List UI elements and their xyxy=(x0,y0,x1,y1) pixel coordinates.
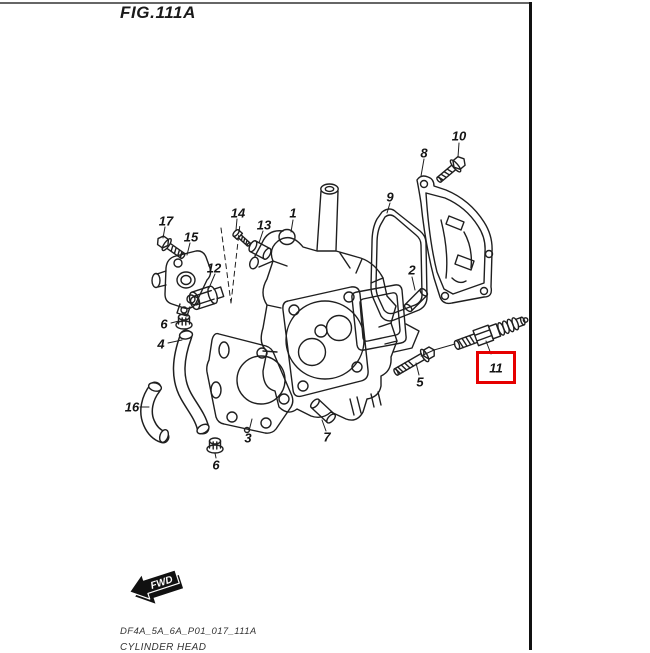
part-label-12[interactable]: 12 xyxy=(206,260,222,276)
part-label-4[interactable]: 4 xyxy=(157,336,165,352)
part-label-13[interactable]: 13 xyxy=(256,217,272,233)
leader-lines xyxy=(139,142,460,459)
part-label-11-highlighted[interactable]: 11 xyxy=(489,360,503,376)
nut-6-upper-drawing xyxy=(175,313,193,330)
figure-title: FIG.111A xyxy=(120,3,196,22)
cover-gasket-drawing xyxy=(370,208,428,322)
part-label-6[interactable]: 6 xyxy=(212,457,220,473)
thermostat-cover-drawing xyxy=(151,250,212,317)
dowel-7-drawing xyxy=(309,398,337,424)
part-label-3[interactable]: 3 xyxy=(244,430,252,446)
cylinder-head-drawing xyxy=(249,183,420,421)
part-label-14[interactable]: 14 xyxy=(230,205,246,221)
part-label-2[interactable]: 2 xyxy=(408,262,416,278)
bolt-17-drawing xyxy=(156,235,186,260)
spark-plug-drawing xyxy=(453,316,529,350)
part-label-7[interactable]: 7 xyxy=(323,429,331,445)
part-label-9[interactable]: 9 xyxy=(386,189,394,205)
bolt-5-drawing xyxy=(393,346,435,376)
figure-caption: CYLINDER HEAD xyxy=(120,642,207,653)
part-label-10[interactable]: 10 xyxy=(451,128,467,144)
hose-4-drawing xyxy=(172,329,210,435)
highlight-box xyxy=(476,351,516,384)
part-label-16[interactable]: 16 xyxy=(124,399,140,415)
hose-16-drawing xyxy=(140,381,170,444)
dashed-locator-lines xyxy=(220,223,241,304)
part-label-17[interactable]: 17 xyxy=(158,213,174,229)
part-label-8[interactable]: 8 xyxy=(420,145,428,161)
part-label-1[interactable]: 1 xyxy=(289,205,297,221)
top-border-rule xyxy=(0,2,531,4)
bushing-13-drawing xyxy=(248,240,272,260)
drawing-code: DF4A_5A_6A_P01_017_111A xyxy=(120,626,257,637)
dowel-2-drawing xyxy=(403,287,429,313)
part-label-15[interactable]: 15 xyxy=(183,229,199,245)
bolt-10-drawing xyxy=(436,155,466,183)
part-label-6[interactable]: 6 xyxy=(160,316,168,332)
head-gasket-drawing xyxy=(206,332,294,434)
head-cover-drawing xyxy=(416,175,494,305)
fwd-arrow: FWD xyxy=(128,569,184,604)
right-border-rule xyxy=(529,2,532,650)
part-label-5[interactable]: 5 xyxy=(416,374,424,390)
